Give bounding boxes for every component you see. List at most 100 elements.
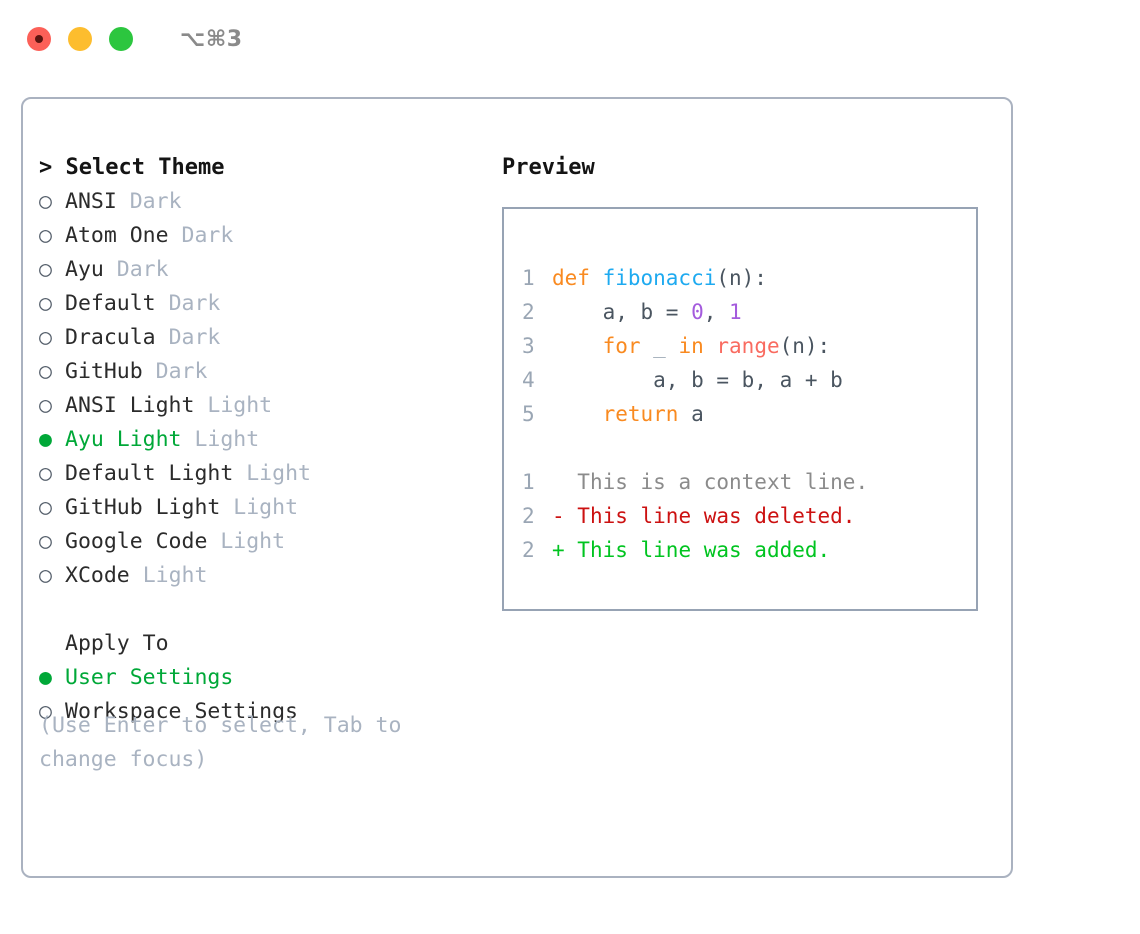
- radio-unselected-icon[interactable]: ○: [39, 529, 52, 554]
- theme-option-ansi-light[interactable]: ○ANSI Light Light: [39, 389, 469, 423]
- diff-line: 2+ This line was added.: [522, 533, 976, 567]
- traffic-light-group: [27, 27, 133, 51]
- apply-to-heading-label: Apply To: [65, 631, 169, 656]
- theme-variant-tag: Light: [233, 495, 299, 520]
- maximize-window-icon[interactable]: [109, 27, 133, 51]
- theme-option-label: Default: [65, 291, 156, 316]
- code-line: 5 return a: [522, 397, 976, 431]
- code-line-number: 4: [522, 368, 535, 392]
- diff-text: This line was added.: [577, 538, 831, 562]
- preview-heading: Preview: [502, 155, 595, 180]
- radio-unselected-icon[interactable]: ○: [39, 223, 52, 248]
- apply-to-option-label: User Settings: [65, 665, 234, 690]
- radio-unselected-icon[interactable]: ○: [39, 699, 52, 724]
- diff-sample: 1 This is a context line.2- This line wa…: [522, 465, 976, 567]
- code-token: a: [691, 402, 704, 426]
- theme-option-label: Google Code: [65, 529, 208, 554]
- code-token: 0: [691, 300, 704, 324]
- theme-variant-tag: Dark: [181, 223, 234, 248]
- theme-label-gap: [117, 189, 130, 214]
- diff-text: This line was deleted.: [577, 504, 856, 528]
- radio-unselected-icon[interactable]: ○: [39, 257, 52, 282]
- theme-option-default[interactable]: ○Default Dark: [39, 287, 469, 321]
- theme-option-label: GitHub Light: [65, 495, 221, 520]
- theme-label-gap: [104, 257, 117, 282]
- theme-option-github[interactable]: ○GitHub Dark: [39, 355, 469, 389]
- theme-variant-tag: Dark: [116, 257, 169, 282]
- theme-variant-tag: Light: [246, 461, 311, 486]
- minimize-window-icon[interactable]: [68, 27, 92, 51]
- theme-label-gap: [143, 359, 156, 384]
- radio-unselected-icon[interactable]: ○: [39, 495, 52, 520]
- theme-option-ayu[interactable]: ○Ayu Dark: [39, 253, 469, 287]
- code-token: 1: [729, 300, 742, 324]
- theme-option-label: ANSI: [65, 189, 117, 214]
- select-theme-prompt-prefix: >: [39, 155, 66, 180]
- theme-label-gap: [233, 461, 246, 486]
- theme-variant-tag: Light: [207, 393, 273, 418]
- code-token: range: [716, 334, 780, 358]
- theme-option-default-light[interactable]: ○Default Light Light: [39, 457, 469, 491]
- code-token: fibonacci: [602, 266, 717, 290]
- select-theme-heading: > Select Theme: [39, 151, 469, 185]
- close-window-icon[interactable]: [27, 27, 51, 51]
- theme-label-gap: [220, 495, 233, 520]
- code-token: (n):: [779, 334, 831, 358]
- diff-line: 1 This is a context line.: [522, 465, 976, 499]
- apply-to-heading: Apply To: [39, 627, 469, 661]
- theme-option-label: XCode: [65, 563, 130, 588]
- diff-line: 2- This line was deleted.: [522, 499, 976, 533]
- theme-label-gap: [156, 325, 169, 350]
- theme-variant-tag: Light: [194, 427, 260, 452]
- theme-option-xcode[interactable]: ○XCode Light: [39, 559, 469, 593]
- code-token: def: [552, 266, 603, 290]
- radio-unselected-icon[interactable]: ○: [39, 461, 52, 486]
- theme-label-gap: [169, 223, 182, 248]
- theme-label-gap: [182, 427, 195, 452]
- window-title: ⌥⌘3: [180, 26, 243, 52]
- theme-option-atom-one[interactable]: ○ Atom One Dark: [39, 219, 469, 253]
- theme-option-ayu-light[interactable]: ● Ayu Light Light: [39, 423, 469, 457]
- code-line: 3 for _ in range(n):: [522, 329, 976, 363]
- theme-option-google-code[interactable]: ○Google Code Light: [39, 525, 469, 559]
- theme-option-github-light[interactable]: ○ GitHub Light Light: [39, 491, 469, 525]
- apply-to-option-list: ● User Settings ○Workspace Settings: [39, 661, 469, 729]
- theme-option-label: Atom One: [65, 223, 169, 248]
- code-line-number: 3: [522, 334, 535, 358]
- code-token: for: [552, 334, 654, 358]
- code-line: 2 a, b = 0, 1: [522, 295, 976, 329]
- code-token: a, b = b, a + b: [552, 368, 843, 392]
- code-diff-separator: [522, 431, 976, 465]
- code-line-number: 5: [522, 402, 535, 426]
- diff-line-number: 2: [522, 504, 535, 528]
- radio-unselected-icon[interactable]: ○: [39, 189, 52, 214]
- code-token: in: [665, 334, 717, 358]
- radio-unselected-icon[interactable]: ○: [39, 359, 52, 384]
- theme-option-dracula[interactable]: ○Dracula Dark: [39, 321, 469, 355]
- keyboard-hint: (Use Enter to select, Tab to change focu…: [39, 713, 415, 772]
- radio-unselected-icon[interactable]: ○: [39, 325, 52, 350]
- radio-selected-icon[interactable]: ●: [39, 665, 52, 690]
- theme-option-label: Ayu Light: [65, 427, 182, 452]
- theme-label-gap: [194, 393, 207, 418]
- theme-selector-panel: > Select Theme ○ANSI Dark○Atom One Dark○…: [21, 97, 1013, 878]
- diff-marker: [552, 470, 577, 494]
- apply-to-option-workspace-settings[interactable]: ○Workspace Settings: [39, 695, 469, 729]
- code-line: 4 a, b = b, a + b: [522, 363, 976, 397]
- select-theme-heading-label: Select Theme: [65, 155, 225, 180]
- radio-unselected-icon[interactable]: ○: [39, 291, 52, 316]
- radio-selected-icon[interactable]: ●: [39, 427, 52, 452]
- diff-marker: -: [552, 504, 578, 528]
- diff-line-number: 1: [522, 470, 535, 494]
- code-token: ,: [703, 300, 730, 324]
- radio-unselected-icon[interactable]: ○: [39, 563, 52, 588]
- theme-option-ansi[interactable]: ○ANSI Dark: [39, 185, 469, 219]
- code-token: (n):: [716, 266, 767, 290]
- apply-to-heading-indent: [39, 627, 65, 661]
- radio-unselected-icon[interactable]: ○: [39, 393, 52, 418]
- apply-to-option-user-settings[interactable]: ● User Settings: [39, 661, 469, 695]
- theme-option-list: ○ANSI Dark○Atom One Dark○Ayu Dark○Defaul…: [39, 185, 469, 593]
